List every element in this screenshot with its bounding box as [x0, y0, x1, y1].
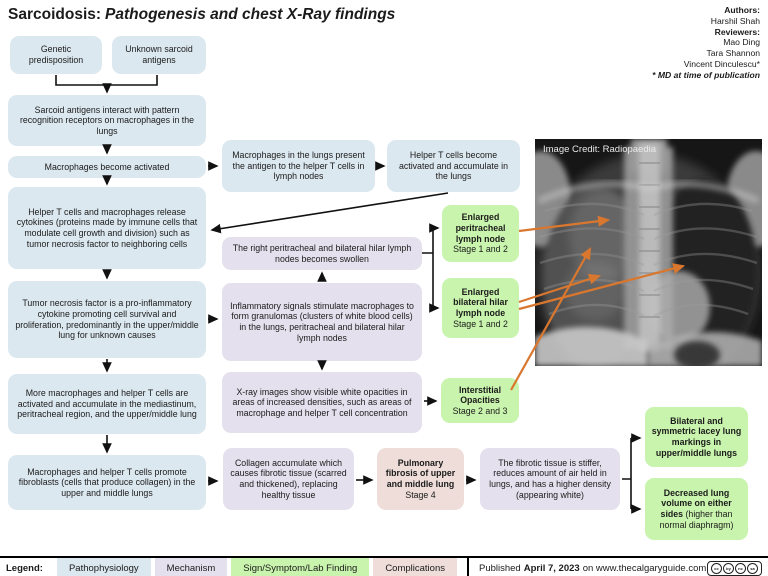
legend-item-pathophysiology: Pathophysiology [56, 558, 151, 576]
authors-label: Authors: [724, 5, 760, 15]
legend-label: Legend: [6, 562, 43, 574]
box-text: X-ray images show visible white opacitie… [232, 386, 412, 418]
box-text: Unknown sarcoid antigens [125, 44, 193, 65]
credits-footnote: * MD at time of publication [652, 69, 760, 80]
box-title: Enlarged peritracheal lymph node [455, 212, 506, 244]
box-text: Genetic predisposition [28, 44, 84, 65]
box-text: Sarcoid antigens interact with pattern r… [19, 104, 195, 136]
legend-bar: Legend: Pathophysiology Mechanism Sign/S… [0, 556, 768, 576]
flow-box-lymph-nodes-swollen: The right peritracheal and bilateral hil… [222, 237, 422, 270]
reviewers-label: Reviewers: [714, 26, 760, 37]
flow-box-promote-fibroblasts: Macrophages and helper T cells promote f… [8, 455, 206, 510]
flow-box-helper-t-activated: Helper T cells become activated and accu… [387, 140, 520, 192]
credits-block: Authors: Harshil Shah Reviewers: Mao Din… [652, 5, 760, 81]
reviewer-name: Vincent Dinculescu* [683, 59, 760, 70]
split-bracket [422, 228, 434, 308]
box-text: Macrophages and helper T cells promote f… [18, 466, 196, 498]
merge-bracket [55, 75, 158, 86]
cc-license-icon: cc by nc sa [707, 560, 762, 576]
flow-box-genetic-predisposition: Genetic predisposition [10, 36, 102, 74]
flow-box-pulmonary-fibrosis: Pulmonary fibrosis of upper and middle l… [377, 448, 464, 510]
published-prefix: Published [478, 562, 521, 574]
reviewer-name: Tara Shannon [706, 48, 760, 59]
flow-box-tumor-necrosis-factor: Tumor necrosis factor is a pro-inflammat… [8, 281, 206, 358]
published-url: on www.thecalgaryguide.com [582, 562, 707, 574]
cc-icon: cc [711, 562, 722, 574]
flow-box-granulomas: Inflammatory signals stimulate macrophag… [222, 283, 422, 361]
flow-box-cytokines-release: Helper T cells and macrophages release c… [8, 187, 206, 269]
box-text: Helper T cells and macrophages release c… [16, 206, 198, 249]
flow-box-xray-opacities: X-ray images show visible white opacitie… [222, 372, 422, 433]
box-text: Helper T cells become activated and accu… [398, 150, 509, 182]
box-stage: Stage 4 [405, 489, 436, 500]
flow-box-macrophages-activated: Macrophages become activated [8, 156, 206, 178]
arrow [210, 192, 449, 234]
box-text: The fibrotic tissue is stiffer, reduces … [489, 457, 611, 500]
box-stage: Stage 1 and 2 [453, 318, 508, 329]
box-title: Pulmonary fibrosis of upper and middle l… [385, 457, 456, 489]
box-title: Decreased lung volume on either sides [660, 487, 732, 519]
cc-sa-icon: sa [747, 562, 758, 574]
chest-xray-image: Image Credit: Radiopaedia [511, 139, 768, 394]
legend-item-mechanism: Mechanism [154, 558, 228, 576]
flow-box-antigen-presentation: Macrophages in the lungs present the ant… [222, 140, 375, 192]
box-title: Interstitial Opacities [458, 384, 502, 406]
flow-box-unknown-sarcoid-antigens: Unknown sarcoid antigens [112, 36, 206, 74]
published-date: April 7, 2023 [523, 562, 580, 574]
box-text: Collagen accumulate which causes fibroti… [230, 457, 347, 500]
reviewer-name: Mao Ding [723, 37, 760, 48]
box-stage: Stage 1 and 2 [453, 244, 508, 255]
finding-box-decreased-lung-volume: Decreased lung volume on either sides (h… [645, 478, 748, 540]
cc-by-icon: by [723, 562, 734, 574]
box-stage: Stage 2 and 3 [452, 405, 508, 416]
finding-box-lacey-lung-markings: Bilateral and symmetric lacey lung marki… [645, 407, 748, 467]
box-text: More macrophages and helper T cells are … [17, 388, 197, 420]
title-prefix: Sarcoidosis: [8, 6, 102, 23]
flow-box-collagen-accumulates: Collagen accumulate which causes fibroti… [223, 448, 354, 510]
box-text: Decreased lung volume on either sides (h… [650, 488, 743, 530]
box-text: Macrophages become activated [44, 161, 170, 172]
chest-xray-graphic [511, 139, 768, 394]
box-text: Inflammatory signals stimulate macrophag… [230, 300, 414, 343]
flow-box-antigens-interact: Sarcoid antigens interact with pattern r… [8, 95, 206, 146]
flow-box-fibrotic-tissue-stiffer: The fibrotic tissue is stiffer, reduces … [480, 448, 620, 510]
box-text: Macrophages in the lungs present the ant… [232, 150, 365, 182]
flow-box-cells-accumulate: More macrophages and helper T cells are … [8, 374, 206, 434]
page-title: Sarcoidosis:Pathogenesis and chest X-Ray… [8, 6, 395, 24]
legend-item-complications: Complications [373, 558, 457, 576]
box-text: The right peritracheal and bilateral hil… [232, 242, 412, 264]
box-title: Enlarged bilateral hilar lymph node [453, 286, 508, 318]
image-credit-label: Image Credit: Radiopaedia [543, 144, 657, 155]
box-title: Bilateral and symmetric lacey lung marki… [651, 415, 742, 458]
author-name: Harshil Shah [710, 15, 760, 26]
cc-nc-icon: nc [735, 562, 746, 574]
split-bracket [622, 438, 632, 509]
legend-item-finding: Sign/Symptom/Lab Finding [231, 558, 370, 576]
box-note: (higher than normal diaphragm) [659, 509, 734, 530]
box-text: Tumor necrosis factor is a pro-inflammat… [15, 298, 199, 341]
title-subtitle: Pathogenesis and chest X-Ray findings [105, 6, 396, 23]
